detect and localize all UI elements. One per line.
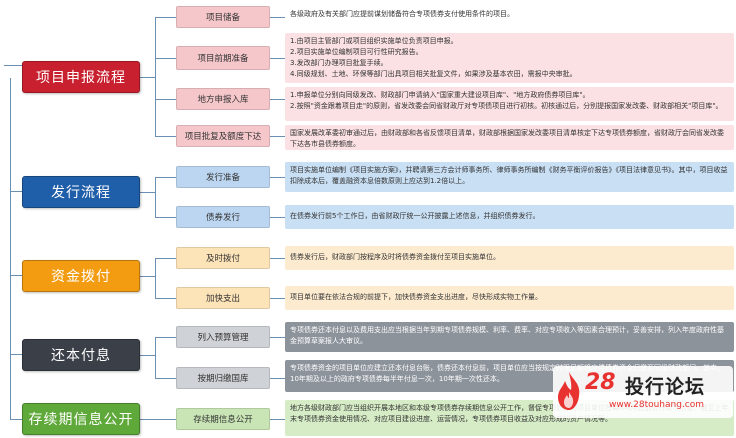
stage-repay: 还本付息 xyxy=(22,339,140,371)
description-line: 国家发展改革委初审通过后，由财政部和各省反馈项目清单，财政部根据国家发改委项目清… xyxy=(290,129,724,148)
connector-line xyxy=(270,99,285,100)
stage-funding: 资金拨付 xyxy=(22,260,140,292)
stage-disclose: 存续期信息公开 xyxy=(22,403,140,435)
connector-line xyxy=(155,258,156,298)
connector-line xyxy=(10,275,22,276)
connector-line xyxy=(155,337,176,338)
flame-icon xyxy=(558,372,580,410)
connector-line xyxy=(155,177,176,178)
description-line: 项目单位要在依法合规的前提下，加快债券资金支出进度，尽快形成实物工作量。 xyxy=(290,293,542,301)
connector-line xyxy=(155,177,156,217)
connector-line xyxy=(155,378,176,379)
step-bond-issue: 债券发行 xyxy=(176,206,270,228)
description-line: 3.发改部门办理项目批复手续。 xyxy=(290,59,388,67)
description-line: 1.由项目主管部门或项目组织实施单位负责项目申报。 xyxy=(290,37,458,45)
description-line: 4.同级规划、土地、环保等部门出具项目相关批复文件，如果涉及基本农田，需报中央审… xyxy=(290,70,577,78)
description-line: 在债券发行前5个工作日，由省财政厅统一公开披露上述信息，并组织债券发行。 xyxy=(290,212,540,220)
connector-line xyxy=(4,65,22,66)
step-description: 项目实施单位编制《项目实施方案》，并聘请第三方会计师事务所、律师事务所编制《财务… xyxy=(285,162,734,192)
connector-line xyxy=(10,354,22,355)
step-project-prep: 项目前期准备 xyxy=(176,46,270,70)
connector-line xyxy=(270,17,285,18)
description-line: 债券发行后，财政部门按程序及时将债券资金拨付至项目实施单位。 xyxy=(290,253,500,261)
connector-line xyxy=(155,99,176,100)
description-line: 项目实施单位编制《项目实施方案》，并聘请第三方会计师事务所、律师事务所编制《财务… xyxy=(290,166,728,185)
connector-line xyxy=(140,192,156,193)
connector-line xyxy=(155,217,176,218)
step-info-disclosure: 存续期信息公开 xyxy=(176,408,270,430)
description-line: 专项债券还本付息以及费用支出应当根据当年到期专项债券规模、利率、费率、对应专项收… xyxy=(290,326,724,345)
connector-line xyxy=(270,378,285,379)
connector-line xyxy=(155,17,176,18)
watermark-url: www.28touhang.com xyxy=(609,400,705,410)
watermark-number: 28 xyxy=(585,370,616,395)
connector-line xyxy=(140,355,156,356)
connector-line xyxy=(270,337,285,338)
step-issue-prep: 发行准备 xyxy=(176,166,270,188)
step-speed-spending: 加快支出 xyxy=(176,287,270,309)
connector-line xyxy=(270,58,285,59)
connector-line xyxy=(140,276,156,277)
connector-line xyxy=(270,217,285,218)
connector-line xyxy=(10,78,11,419)
connector-line xyxy=(140,77,156,78)
step-local-declare: 地方申报入库 xyxy=(176,88,270,110)
connector-line xyxy=(10,191,22,192)
step-description: 1.申报单位分别向同级发改、财政部门申请纳入"国家重大建设项目库"、"地方政府债… xyxy=(285,87,734,121)
connector-line xyxy=(270,136,285,137)
connector-line xyxy=(270,258,285,259)
step-description: 1.由项目主管部门或项目组织实施单位负责项目申报。 2.项目实施单位编制项目可行… xyxy=(285,33,734,83)
step-description: 国家发展改革委初审通过后，由财政部和各省反馈项目清单，财政部根据国家发改委项目清… xyxy=(285,125,734,150)
step-approval-quota: 项目批复及额度下达 xyxy=(176,125,270,147)
watermark-title: 投行论坛 xyxy=(625,376,706,398)
stage-apply: 项目申报流程 xyxy=(22,61,140,93)
step-project-reserve: 项目储备 xyxy=(176,6,270,28)
connector-line xyxy=(155,58,176,59)
step-timely-disburse: 及时拨付 xyxy=(176,247,270,269)
step-description: 各级政府及有关部门应提前谋划储备符合专项债券支付使用条件的项目。 xyxy=(285,6,734,28)
connector-line xyxy=(10,419,22,420)
connector-line xyxy=(270,177,285,178)
connector-line xyxy=(155,298,176,299)
description-line: 2.项目实施单位编制项目可行性研究报告。 xyxy=(290,48,423,56)
connector-line xyxy=(155,17,156,136)
connector-line xyxy=(155,136,176,137)
step-remit-treasury: 按期归缴国库 xyxy=(176,367,270,389)
step-budget-management: 列入预算管理 xyxy=(176,326,270,348)
connector-line xyxy=(140,419,176,420)
connector-line xyxy=(270,298,285,299)
step-description: 在债券发行前5个工作日，由省财政厅统一公开披露上述信息，并组织债券发行。 xyxy=(285,205,734,229)
description-line: 2.按照"资金跟着项目走"的原则，省发改委会同省财政厅对专项债项目进行初核。初核… xyxy=(290,102,723,110)
description-line: 地方各级财政部门应当组织开展本地区和本级专项债券存续期信息公开工作，督促专项债券… xyxy=(290,404,729,423)
connector-line xyxy=(270,419,285,420)
step-description: 项目单位要在依法合规的前提下，加快债券资金支出进度，尽快形成实物工作量。 xyxy=(285,286,734,310)
description-line: 各级政府及有关部门应提前谋划储备符合专项债券支付使用条件的项目。 xyxy=(290,10,514,18)
watermark-logo: 28 投行论坛 www.28touhang.com xyxy=(553,366,733,418)
step-description: 债券发行后，财政部门按程序及时将债券资金拨付至项目实施单位。 xyxy=(285,246,734,270)
description-line: 1.申报单位分别向同级发改、财政部门申请纳入"国家重大建设项目库"、"地方政府债… xyxy=(290,91,590,99)
step-description: 专项债券还本付息以及费用支出应当根据当年到期专项债券规模、利率、费率、对应专项收… xyxy=(285,322,734,352)
stage-issue: 发行流程 xyxy=(22,176,140,208)
connector-line xyxy=(155,337,156,378)
description-line: 专项债券资金的项目单位应建立还本付息台账，债券还本付息前，项目单位应当按规定时限… xyxy=(290,364,724,383)
connector-line xyxy=(155,258,176,259)
